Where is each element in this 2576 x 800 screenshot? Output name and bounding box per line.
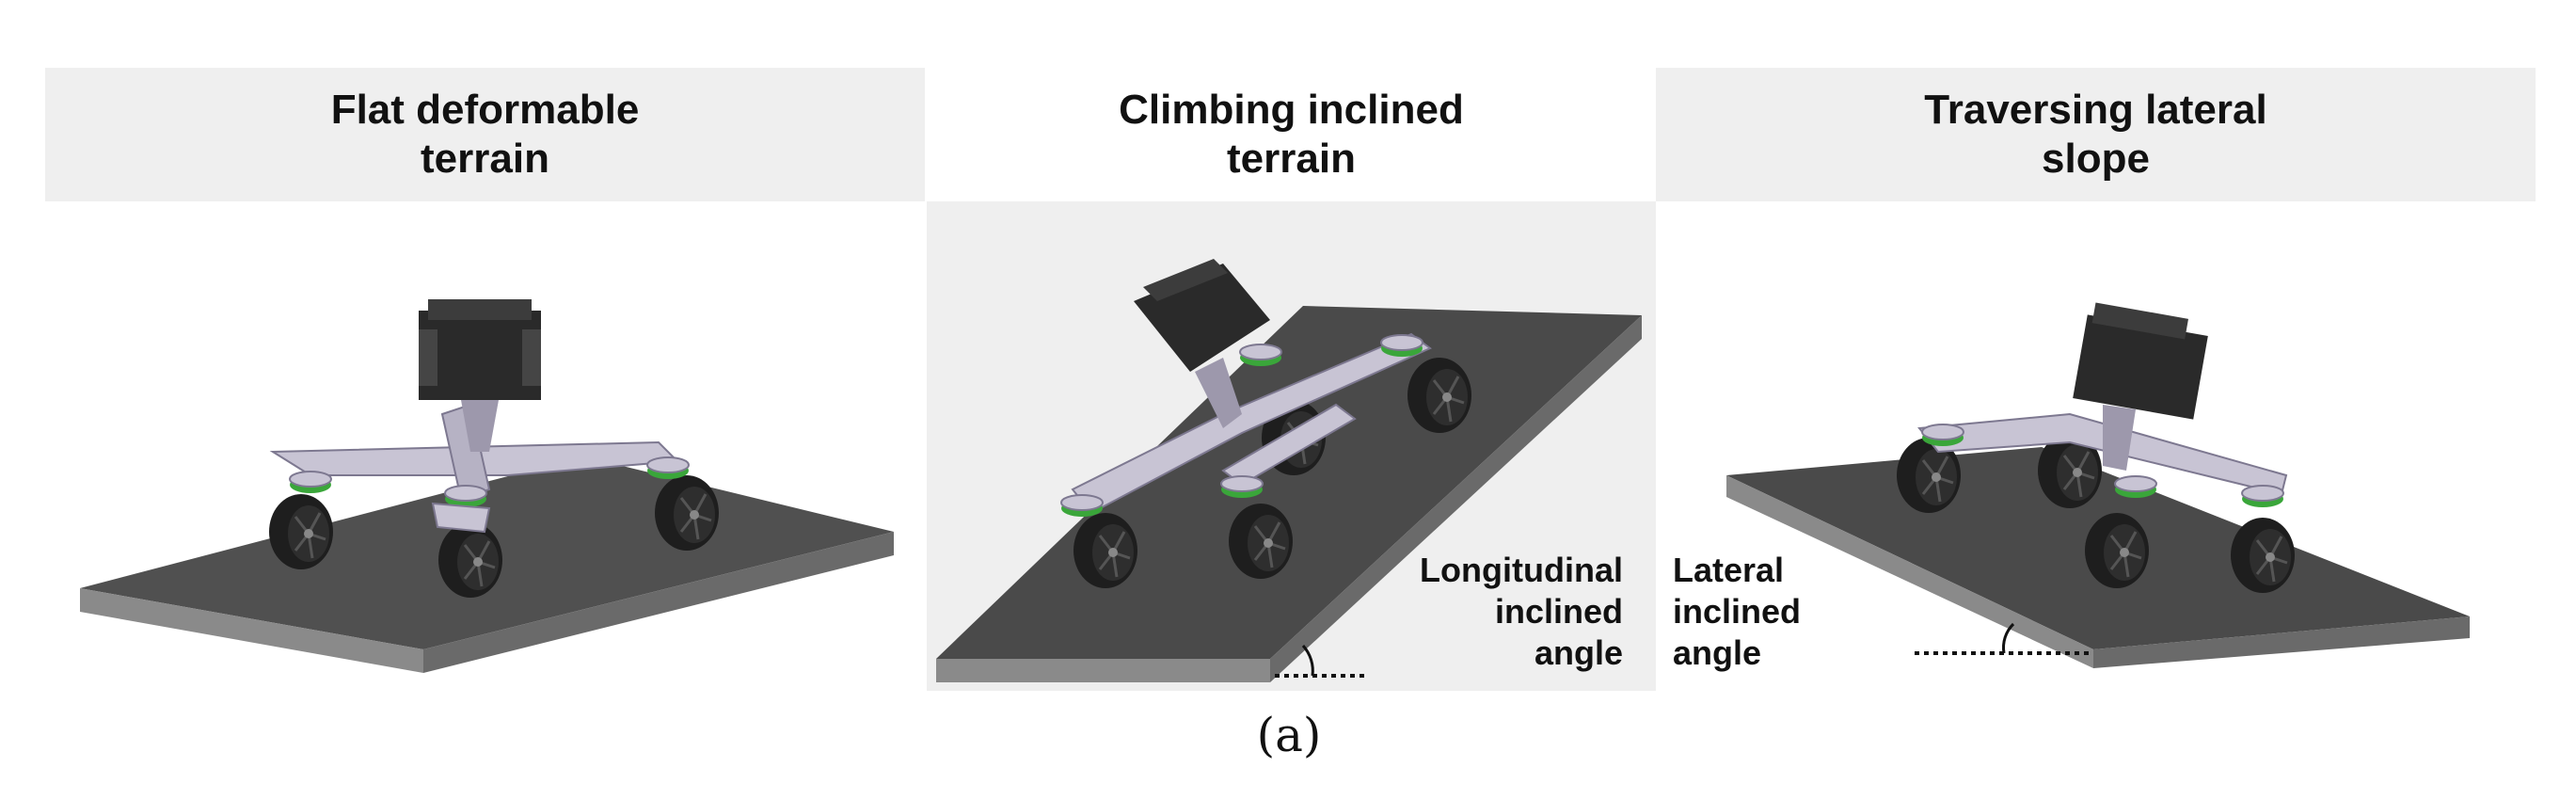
panel-title-climbing-inclined: Climbing inclined terrain [927, 68, 1656, 201]
flat-rover-body [419, 311, 541, 400]
flat-terrain-plate-side [80, 588, 423, 673]
longitudinal-angle-arc [1301, 644, 1314, 677]
panel-title-flat-terrain: Flat deformable terrain [45, 68, 925, 201]
panel-title-lateral-slope: Traversing lateral slope [1656, 68, 2536, 201]
flat-terrain-scene [80, 299, 894, 673]
figure-caption: (a) [1256, 708, 1322, 762]
climbing-terrain-scene [936, 259, 1642, 682]
lateral-rover-body [2073, 314, 2208, 420]
longitudinal-angle-label: Longitudinal inclined angle [1420, 551, 1623, 672]
lateral-terrain-plate-side [1726, 475, 2093, 668]
lateral-slope-scene [1726, 302, 2470, 668]
lateral-angle-arc [2002, 622, 2015, 654]
inclined-terrain-plate-side [936, 659, 1270, 682]
lateral-angle-label: Lateral inclined angle [1673, 551, 1802, 672]
